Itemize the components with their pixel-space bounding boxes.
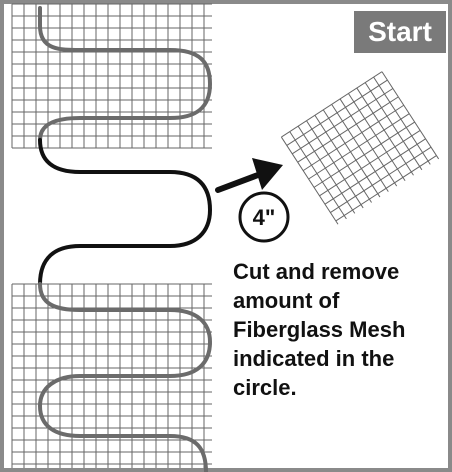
heating-cable-bottom [37,282,213,472]
mesh-line [297,125,356,214]
instruction-line: indicated in the [233,346,395,371]
measurement-label: 4" [253,205,276,230]
mesh-line [280,136,339,225]
mesh-line [335,155,437,222]
mesh-line [348,93,406,181]
mesh-line [319,129,421,197]
arrow-icon [215,158,283,193]
heating-cable-top [38,6,213,142]
mesh-line [281,71,383,138]
mesh-line [302,104,405,172]
mesh-line [297,96,399,163]
instruction-text: Cut and remove amount of Fiberglass Mesh… [233,257,448,402]
mesh-line [330,146,432,213]
mesh-line [373,76,431,165]
mesh-line [314,115,372,203]
removed-mesh-piece [280,71,440,225]
mesh-line [306,120,364,209]
instruction-line: circle. [233,375,297,400]
mesh-line [289,131,347,220]
mesh-line [356,87,414,176]
measurement-circle [238,191,290,243]
mesh-line [324,138,426,205]
mesh-line [364,82,423,171]
mesh-line [286,79,388,146]
mesh-line [331,104,389,192]
start-badge: Start [354,11,446,53]
mesh-line [381,71,440,160]
mesh-line [313,121,415,188]
instruction-line: amount of [233,288,340,313]
mesh-line [339,98,398,187]
instruction-line: Cut and remove [233,259,400,284]
mesh-line [322,109,381,198]
instruction-line: Fiberglass Mesh [233,317,406,342]
heating-cable-exposed [38,138,213,286]
mesh-line [291,88,394,155]
mesh-line [308,113,410,180]
